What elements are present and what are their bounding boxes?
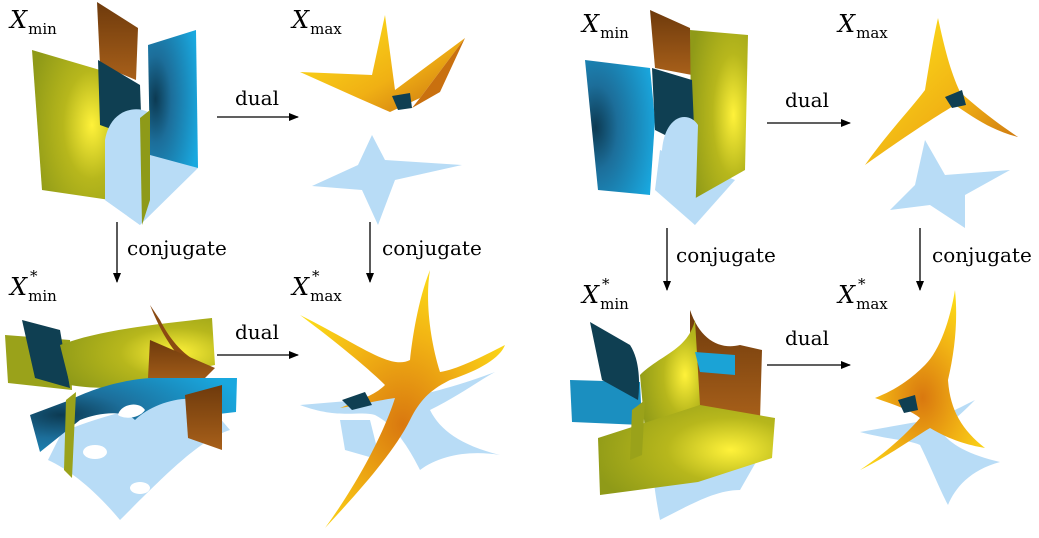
arrow-label-dual-top-right: dual <box>785 88 830 112</box>
surface-x-max-star-left <box>300 270 505 528</box>
arrow-label-conjugate-right-2: conjugate <box>932 243 1032 267</box>
arrow-label-dual-bottom-right: dual <box>785 326 830 350</box>
label-x-min-star-right: X*min <box>582 275 629 313</box>
surface-x-max-left <box>300 15 465 225</box>
label-x-min-star: X*min <box>10 267 57 305</box>
label-x-min-right: Xmin <box>582 10 629 42</box>
surface-x-min-left <box>32 2 198 225</box>
label-x-max: Xmax <box>292 6 342 38</box>
label-x-max-star-right: X*max <box>838 275 888 313</box>
surface-x-min-right <box>585 10 748 225</box>
label-x-min: Xmin <box>10 6 57 38</box>
arrow-label-dual-top-left: dual <box>235 86 280 110</box>
label-x-max-star: X*max <box>292 267 342 305</box>
surface-x-min-star-left <box>5 305 237 520</box>
arrow-label-dual-bottom-left: dual <box>235 320 280 344</box>
arrow-label-conjugate-left-1: conjugate <box>127 236 227 260</box>
surface-x-max-right <box>865 18 1018 228</box>
surface-x-max-star-right <box>860 290 1000 505</box>
arrow-label-conjugate-left-2: conjugate <box>382 236 482 260</box>
label-x-max-right: Xmax <box>838 10 888 42</box>
arrow-label-conjugate-right-1: conjugate <box>676 243 776 267</box>
surface-x-min-star-right <box>570 310 775 520</box>
